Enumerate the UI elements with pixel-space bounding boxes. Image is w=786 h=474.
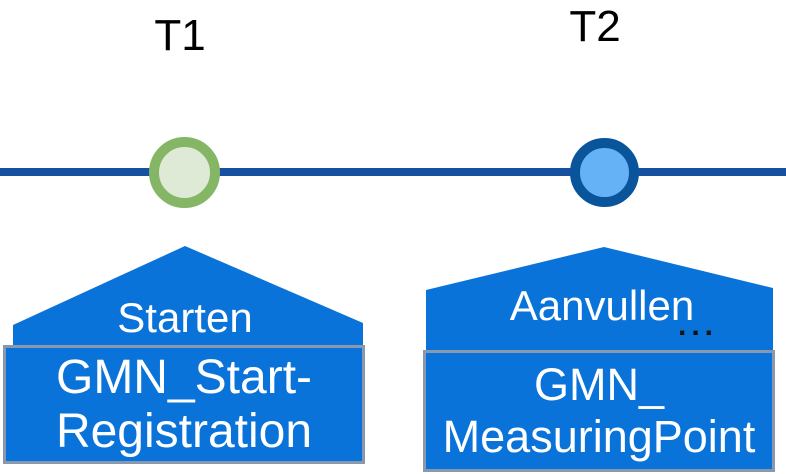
t2-document-box: GMN_ MeasuringPoint bbox=[423, 350, 775, 472]
t2-document-line1: GMN_ bbox=[533, 359, 664, 410]
t2-document-line2: MeasuringPoint bbox=[442, 411, 756, 462]
t1-document-box: GMN_Start- Registration bbox=[3, 345, 365, 464]
t1-action-label: Starten bbox=[117, 294, 253, 341]
t2-callout-roof bbox=[426, 247, 773, 352]
timeline-line bbox=[0, 168, 786, 176]
t1-document-line2: Registration bbox=[55, 404, 313, 458]
t1-document-line1: GMN_Start- bbox=[55, 350, 313, 404]
timeline-label-t1: T1 bbox=[154, 11, 206, 60]
timeline-label-t2: T2 bbox=[569, 2, 621, 51]
t1-point-marker bbox=[149, 137, 220, 208]
t2-point-marker bbox=[570, 138, 639, 207]
t2-ellipsis: ... bbox=[677, 309, 718, 342]
t2-action-label: Aanvullen bbox=[509, 282, 695, 329]
t1-callout-roof bbox=[13, 246, 363, 346]
